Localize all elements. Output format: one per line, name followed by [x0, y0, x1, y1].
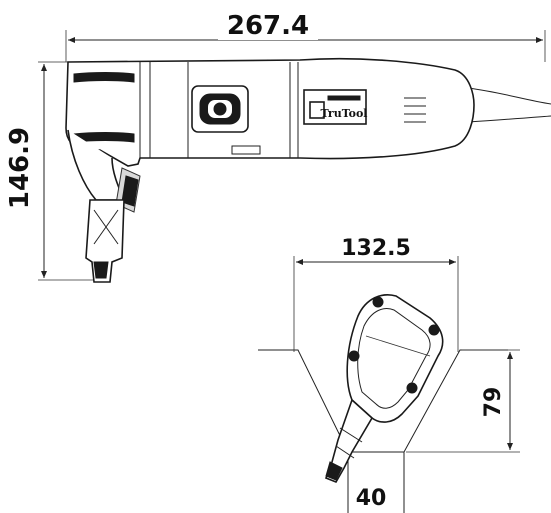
- height-dimension: 146.9: [4, 61, 96, 281]
- head-width-dimension: 132.5: [293, 236, 459, 352]
- head-height-dimension: 79: [406, 349, 520, 453]
- head-height-label: 79: [481, 387, 506, 418]
- length-label: 267.4: [227, 11, 309, 41]
- rear-vents: [404, 97, 426, 123]
- brand-label: TruTool: [321, 107, 368, 120]
- vent-slot-bottom: [73, 132, 135, 143]
- side-view: 267.4 146.9: [4, 11, 551, 283]
- head-view: 132.5 79 40: [258, 236, 520, 513]
- head-width-label: 132.5: [341, 236, 411, 261]
- vent-slot-top: [73, 72, 135, 83]
- nose-width-dimension: 40: [356, 486, 387, 511]
- punch-head: [85, 199, 125, 283]
- nibbler-head-outline: [324, 294, 444, 484]
- brand-plate: TruTool: [303, 89, 368, 125]
- height-label: 146.9: [5, 127, 35, 209]
- nose-width-label: 40: [356, 486, 387, 511]
- length-dimension: 267.4: [65, 11, 546, 62]
- power-cord: [467, 87, 551, 105]
